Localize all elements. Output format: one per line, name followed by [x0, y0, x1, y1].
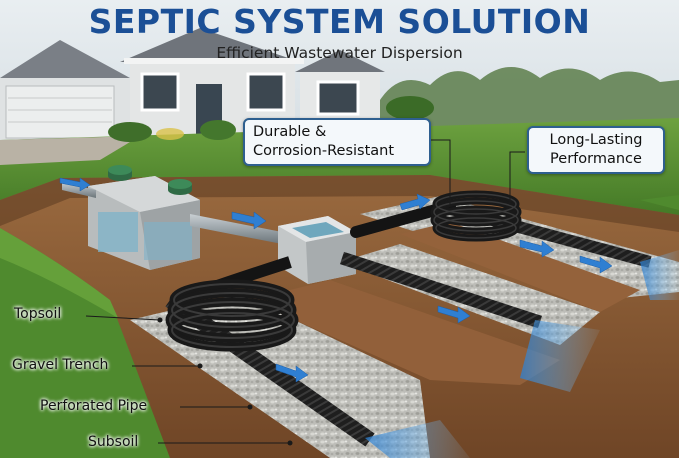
- callout-durable: Durable & Corrosion-Resistant: [243, 118, 431, 166]
- page-subtitle: Efficient Wastewater Dispersion: [216, 44, 463, 62]
- label-gravel-trench: Gravel Trench: [12, 357, 108, 373]
- label-subsoil-text: Subsoil: [88, 434, 139, 450]
- label-topsoil: Topsoil: [14, 306, 61, 322]
- distribution-box: [278, 216, 356, 284]
- label-subsoil: Subsoil: [88, 434, 138, 450]
- label-perforated-pipe: Perforated Pipe: [40, 398, 147, 414]
- callout-long-lasting-line2: Performance: [550, 151, 642, 167]
- flow-arrows: [59, 177, 613, 383]
- page-title: SEPTIC SYSTEM SOLUTION: [88, 2, 591, 41]
- perforated-pipe-network: [165, 190, 652, 447]
- septic-tank: [88, 165, 200, 270]
- callout-long-lasting: Long-Lasting Performance: [527, 126, 665, 174]
- callout-long-lasting-line1: Long-Lasting: [549, 132, 643, 148]
- label-topsoil-text: Topsoil: [14, 306, 62, 322]
- leader-lines: [85, 139, 525, 444]
- callout-durable-line2: Corrosion-Resistant: [253, 143, 395, 159]
- callout-durable-line1: Durable &: [253, 124, 327, 140]
- label-perforated-pipe-text: Perforated Pipe: [40, 398, 148, 414]
- label-gravel-trench-text: Gravel Trench: [12, 357, 109, 373]
- water-discharge: [365, 250, 679, 458]
